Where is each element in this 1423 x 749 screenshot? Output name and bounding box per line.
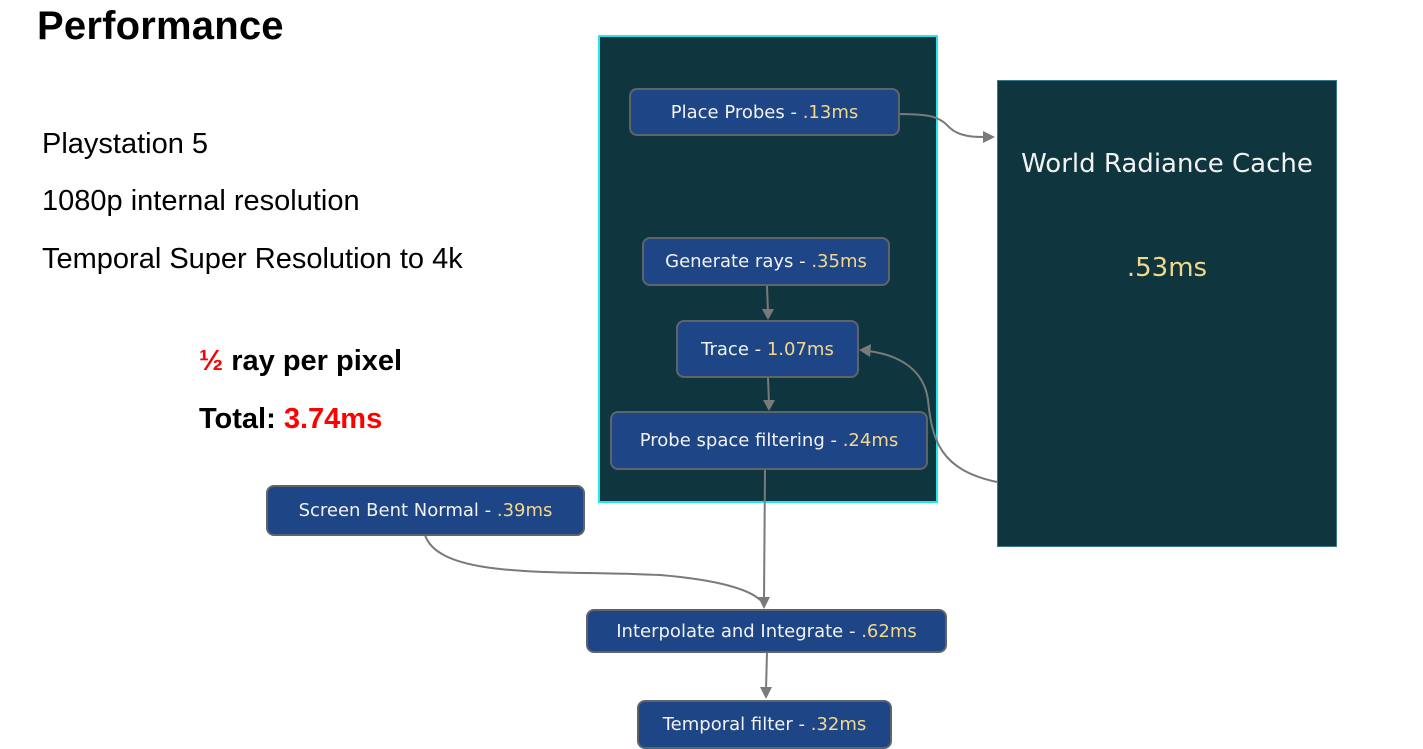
node-generate-rays: Generate rays - .35ms [642, 237, 890, 286]
node-time: 1.07ms [766, 338, 834, 360]
cache-title: World Radiance Cache [1021, 149, 1313, 179]
node-label: Screen Bent Normal - [298, 500, 492, 521]
node-time: .35ms [811, 251, 867, 272]
arrowhead [760, 687, 772, 699]
node-time: .24ms [842, 430, 899, 451]
node-time: .13ms [802, 101, 859, 123]
bullet-upscale: Temporal Super Resolution to 4k [42, 243, 463, 275]
edge-bent-normal-to-interpolate [424, 534, 761, 601]
node-trace: Trace - 1.07ms [676, 320, 859, 378]
ray-fraction: ½ [199, 345, 224, 377]
cache-time: .53ms [1126, 253, 1208, 283]
node-probe-space-filtering: Probe space filtering - .24ms [610, 411, 928, 470]
node-interpolate-integrate: Interpolate and Integrate - .62ms [586, 609, 947, 653]
node-label: Place Probes - [670, 101, 797, 123]
bullet-resolution: 1080p internal resolution [42, 185, 360, 217]
node-label: Probe space filtering - [639, 430, 837, 451]
slide-title: Performance [37, 4, 284, 48]
node-label: Generate rays - [665, 251, 806, 272]
node-place-probes: Place Probes - .13ms [629, 88, 900, 136]
node-time: .62ms [861, 620, 917, 642]
total-value: 3.74ms [283, 403, 383, 435]
bullet-platform: Playstation 5 [42, 128, 209, 160]
total-time: Total: 3.74ms [199, 403, 382, 436]
ray-text: ray per pixel [223, 345, 403, 377]
arrowhead [758, 597, 770, 609]
node-label: Temporal filter - [662, 714, 805, 735]
node-screen-bent-normal: Screen Bent Normal - .39ms [266, 485, 585, 536]
rays-per-pixel: ½ ray per pixel [199, 345, 402, 378]
node-label: Trace - [701, 338, 762, 360]
node-time: .32ms [810, 714, 867, 735]
world-radiance-cache: World Radiance Cache .53ms [997, 80, 1337, 547]
edge-interpolate-to-temporal [765, 651, 768, 691]
node-temporal-filter: Temporal filter - .32ms [637, 700, 892, 749]
node-time: .39ms [496, 500, 553, 521]
node-label: Interpolate and Integrate - [616, 620, 856, 642]
arrowhead [983, 131, 995, 143]
total-label: Total: [199, 403, 284, 435]
